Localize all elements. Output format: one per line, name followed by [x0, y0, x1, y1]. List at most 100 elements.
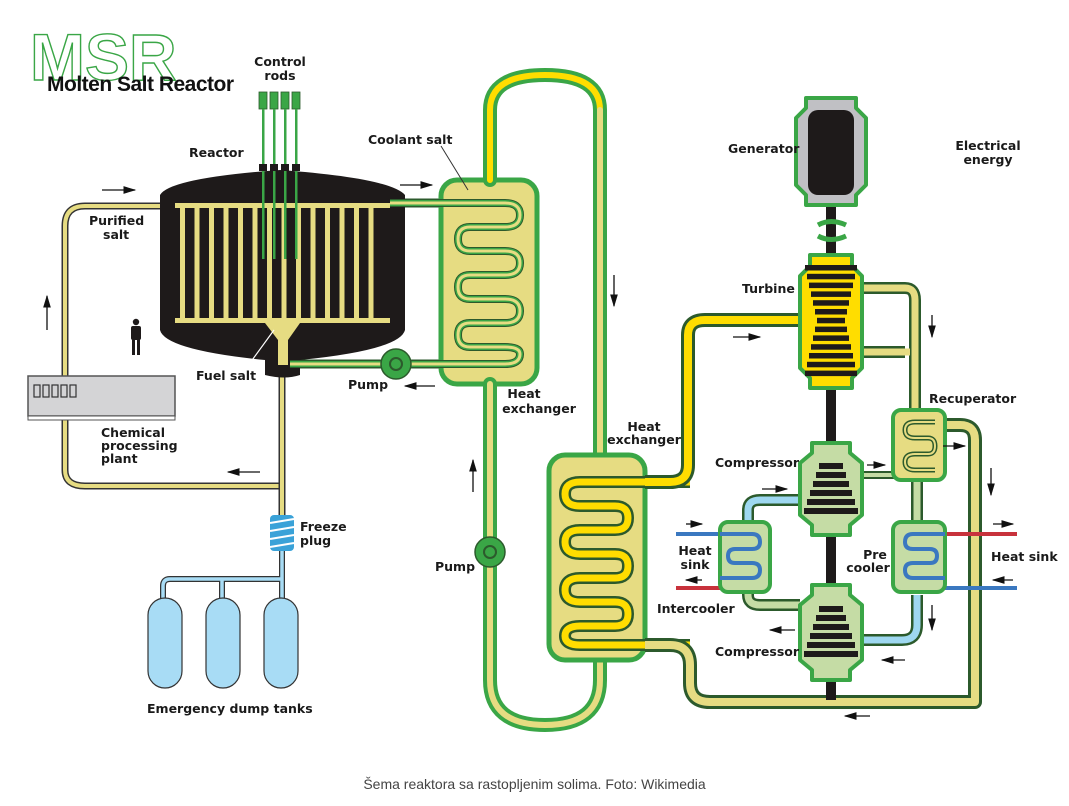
control-rod	[284, 109, 287, 259]
control-rod-head	[269, 91, 279, 110]
fuel-channel	[354, 206, 359, 320]
label-heat-sink-right: Heat sink	[991, 549, 1058, 564]
fuel-channel	[252, 206, 258, 320]
chemical-processing-plant	[27, 375, 176, 421]
label-purified-salt-1: Purified	[89, 213, 144, 228]
coolant-salt-pointer	[440, 145, 469, 191]
control-rod-seal	[292, 164, 300, 171]
compressor-blade	[810, 490, 852, 496]
turbine-blade	[811, 344, 851, 350]
control-rod-head	[258, 91, 268, 110]
label-compressor-bottom: Compressor	[715, 644, 800, 659]
compressor-blade	[804, 651, 858, 657]
compressor-blade	[813, 481, 849, 487]
precooler	[891, 520, 947, 594]
label-coolant-salt: Coolant salt	[368, 132, 452, 147]
turbine-blade	[809, 282, 853, 289]
compressor-blade	[816, 615, 846, 621]
compressor-blade	[816, 472, 846, 478]
label-turbine: Turbine	[742, 281, 795, 296]
compressor-bottom	[798, 583, 864, 682]
label-chemical-3: plant	[101, 451, 138, 466]
fuel-channel	[180, 206, 185, 320]
label-chemical-2: processing	[101, 438, 178, 453]
heat-sink-pipes	[676, 532, 1017, 590]
logo: MSR Molten Salt Reactor	[29, 19, 234, 96]
label-purified-salt-2: salt	[103, 227, 129, 242]
label-hx1-1: Heat	[507, 386, 540, 401]
turbine-blade	[815, 309, 847, 315]
label-control-rods-1: Control	[254, 54, 306, 69]
control-rod-head	[291, 91, 301, 110]
label-hx2-1: Heat	[627, 419, 660, 434]
label-precooler-2: cooler	[846, 560, 890, 575]
fuel-channel	[223, 206, 229, 320]
person-scale-icon	[131, 318, 141, 355]
turbine-blade	[813, 300, 849, 306]
heat-exchanger-secondary	[546, 452, 690, 663]
fuel-channel	[194, 206, 200, 320]
turbine-blade	[815, 326, 847, 333]
pump-primary-icon	[380, 348, 412, 380]
logo-subtitle: Molten Salt Reactor	[47, 73, 234, 96]
label-intercooler: Intercooler	[657, 601, 736, 616]
label-freeze-plug-1: Freeze	[300, 519, 347, 534]
shaft	[826, 180, 836, 700]
fuel-channel	[209, 206, 214, 320]
turbine-blade	[809, 353, 853, 359]
compressor-blade	[819, 606, 843, 612]
compressor-blade	[804, 508, 858, 514]
compressor-blade	[807, 499, 855, 505]
turbine-blade	[817, 317, 845, 324]
label-precooler-1: Pre	[863, 547, 887, 562]
fuel-channel	[310, 206, 316, 320]
rotation-arrow-icon	[816, 219, 848, 228]
msr-diagram: MSR Molten Salt Reactor	[27, 19, 1058, 733]
label-recuperator: Recuperator	[929, 391, 1017, 406]
label-chemical-1: Chemical	[101, 425, 165, 440]
label-pump-primary: Pump	[348, 377, 388, 392]
label-generator: Generator	[728, 141, 800, 156]
flow-arrows	[43, 181, 1015, 720]
labels: Control rods Reactor Coolant salt Purifi…	[89, 54, 1058, 716]
compressor-top	[798, 441, 864, 537]
label-electrical-1: Electrical	[955, 138, 1020, 153]
fuel-channel	[281, 206, 287, 320]
label-control-rods-2: rods	[264, 68, 295, 83]
fuel-channel	[267, 206, 272, 320]
turbine-blade	[805, 370, 857, 377]
generator	[794, 96, 868, 242]
label-fuel-salt: Fuel salt	[196, 368, 256, 383]
freeze-plug-icon	[269, 515, 295, 551]
turbine-blade	[811, 291, 851, 297]
power-cycle-loop	[645, 282, 983, 709]
control-rod	[273, 109, 276, 259]
label-heat-sink-left-2: sink	[681, 557, 711, 572]
fuel-channel	[339, 206, 345, 320]
label-electrical-2: energy	[963, 152, 1012, 167]
recuperator	[891, 408, 947, 482]
compressor-blade	[810, 633, 852, 639]
compressor-blade	[807, 642, 855, 648]
image-caption: Šema reaktora sa rastopljenim solima. Fo…	[363, 776, 706, 792]
fuel-channel	[325, 206, 330, 320]
turbine-blade	[807, 361, 855, 368]
control-rods	[258, 91, 301, 259]
turbine-blade	[805, 265, 857, 271]
control-rod	[262, 109, 265, 259]
pump-secondary-icon	[474, 536, 506, 568]
label-hx2-2: exchanger	[607, 432, 682, 447]
dump-tanks	[147, 551, 299, 689]
fuel-channel	[296, 206, 301, 320]
label-compressor-top: Compressor	[715, 455, 800, 470]
control-rod	[295, 109, 298, 259]
label-heat-sink-left-1: Heat	[678, 543, 711, 558]
reactor-vessel	[160, 91, 405, 378]
compressor-blade	[819, 463, 843, 469]
intercooler	[718, 520, 772, 594]
control-rod-head	[280, 91, 290, 110]
fuel-channel	[368, 206, 374, 320]
compressor-blade	[813, 624, 849, 630]
fuel-channel	[238, 206, 243, 320]
label-reactor: Reactor	[189, 145, 245, 160]
